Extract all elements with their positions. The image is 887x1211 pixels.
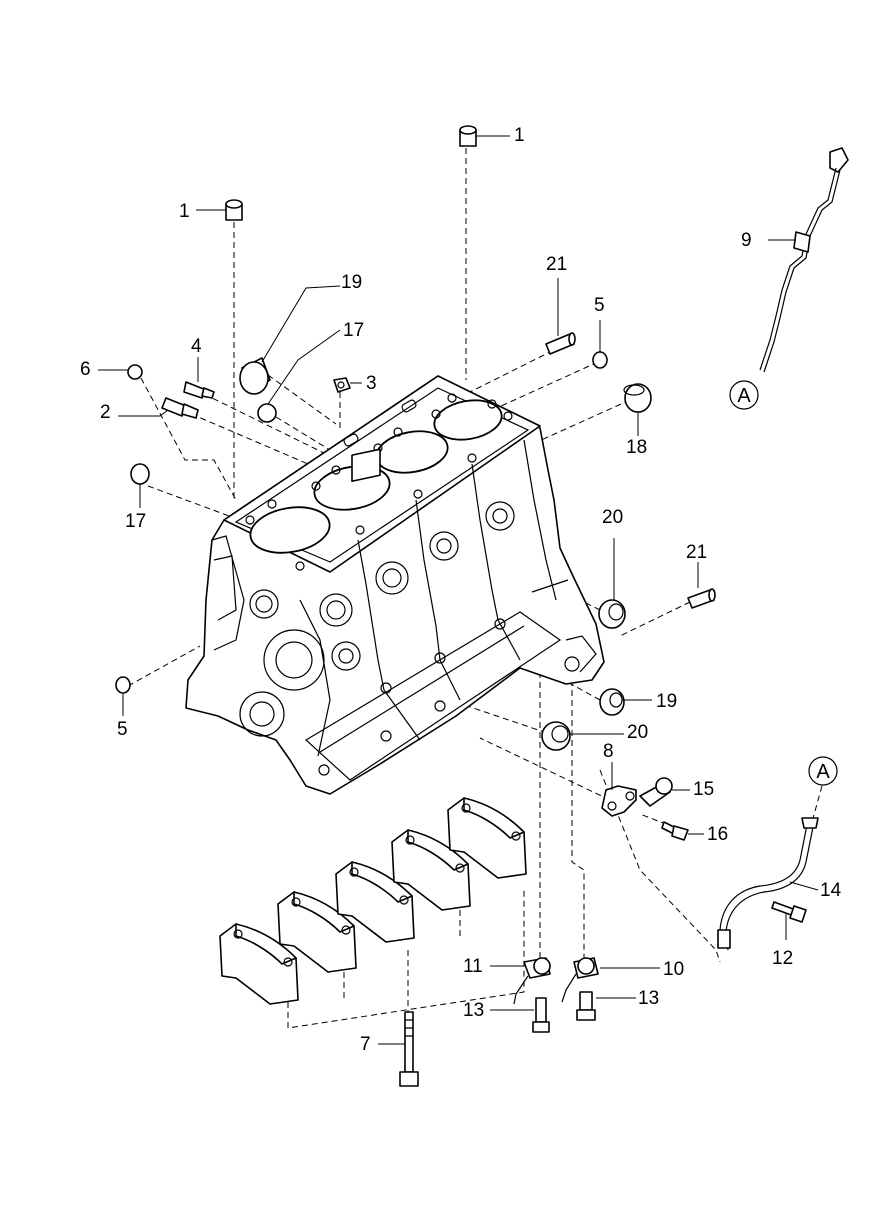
- bearing-cap-2: [277, 891, 357, 973]
- callout-20-lower: 20: [627, 722, 648, 743]
- callout-7: 7: [360, 1034, 371, 1055]
- callout-11: 11: [463, 956, 483, 977]
- bolt-13-left: [532, 997, 550, 1033]
- svg-text:A: A: [737, 385, 751, 407]
- reference-marker-a-dipstick: A: [729, 380, 759, 410]
- seal-19-lower: [599, 688, 625, 716]
- bearing-cap-3: [335, 861, 415, 943]
- callout-3: 3: [366, 373, 377, 394]
- cylinder-block: [185, 375, 605, 795]
- dipstick: [759, 147, 849, 373]
- callout-1-top: 1: [514, 125, 525, 146]
- dowel-sleeve-top: [459, 125, 477, 147]
- callout-12: 12: [772, 948, 793, 969]
- callout-14: 14: [820, 880, 842, 901]
- callout-5-left: 5: [117, 719, 128, 740]
- callout-6: 6: [80, 359, 91, 380]
- cup-plug-lower: [130, 463, 150, 485]
- callout-1-left: 1: [179, 201, 190, 222]
- svg-text:A: A: [816, 761, 830, 783]
- drain-plug: [333, 377, 351, 393]
- callout-labels: 1 1 2 3 4 5 5 6 7 8 9 10 11 12 13 13 14 …: [80, 125, 842, 1055]
- callout-8: 8: [603, 741, 614, 762]
- assembly-dashed-lines: [127, 148, 823, 1029]
- callout-16: 16: [707, 824, 728, 845]
- callout-21-lower: 21: [686, 542, 707, 563]
- clamp-15: [639, 777, 673, 807]
- callout-18: 18: [626, 437, 647, 458]
- callout-21-upper: 21: [546, 254, 567, 275]
- bracket-8: [601, 785, 637, 817]
- bolt-13-right: [576, 991, 596, 1021]
- bolt-16: [661, 821, 689, 841]
- dowel-sleeve-left: [225, 199, 243, 221]
- cup-plug-upper: [257, 403, 277, 423]
- dowel-pin-lower: [687, 588, 716, 609]
- callout-20-upper: 20: [602, 507, 623, 528]
- callout-13-right: 13: [638, 988, 659, 1009]
- bearing-cap-5: [447, 797, 527, 879]
- callout-17-upper: 17: [343, 320, 364, 341]
- callout-4: 4: [191, 336, 202, 357]
- callout-15: 15: [693, 779, 714, 800]
- callout-5-top: 5: [594, 295, 605, 316]
- callout-19-upper: 19: [341, 272, 362, 293]
- bolt-12: [771, 901, 807, 923]
- seal-20-upper: [598, 599, 626, 629]
- large-cap-18: [623, 383, 652, 413]
- cylinder-bore-4: [433, 399, 503, 441]
- large-cap-19-upper: [239, 357, 271, 395]
- main-bolt: [399, 1011, 419, 1087]
- callout-2: 2: [100, 402, 111, 423]
- callout-10: 10: [663, 959, 684, 980]
- dipstick-guide-tube: [717, 817, 819, 951]
- callout-17-lower: 17: [125, 511, 146, 532]
- reference-marker-a-guide: A: [808, 756, 838, 786]
- oil-jet-11: [513, 957, 551, 1005]
- oil-jet-fitting: [161, 397, 199, 419]
- cylinder-bore-1: [249, 506, 331, 554]
- callout-19-lower: 19: [656, 691, 677, 712]
- plug-fitting: [183, 381, 215, 399]
- bearing-cap-1: [219, 923, 299, 1005]
- oil-jet-10: [561, 957, 599, 1003]
- bearing-cap-4: [391, 829, 471, 911]
- seal-20-lower: [541, 721, 571, 751]
- plug-cap: [127, 364, 143, 380]
- callout-13-left: 13: [463, 1000, 484, 1021]
- main-bearing-caps: [219, 797, 527, 1005]
- leader-lines: [98, 135, 819, 1045]
- callout-9: 9: [741, 230, 752, 251]
- expansion-plug-top: [592, 351, 608, 369]
- dowel-pin-upper: [545, 332, 576, 355]
- expansion-plug-left: [115, 676, 131, 694]
